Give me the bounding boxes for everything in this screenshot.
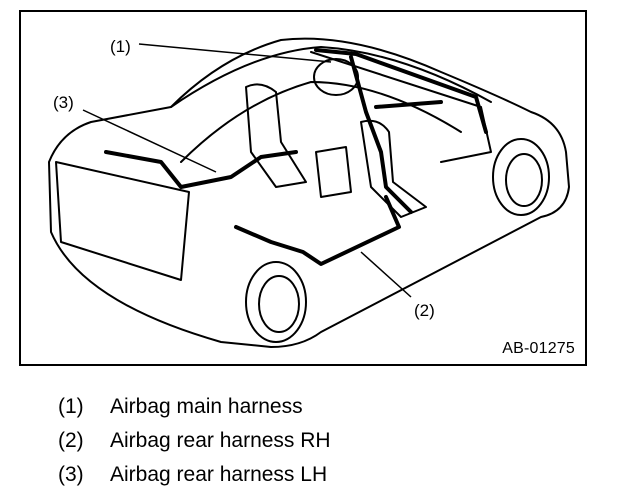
callout-1-leader <box>138 43 332 63</box>
callout-2-label: (2) <box>414 301 435 320</box>
legend-number: (3) <box>58 463 84 486</box>
front-wheel <box>492 138 550 216</box>
rear-wheel-hub <box>258 275 300 333</box>
figure-code: AB-01275 <box>502 340 575 357</box>
callout-3-leader <box>82 109 217 173</box>
vehicle-illustration <box>48 37 570 348</box>
legend-item-1: (1) Airbag main harness <box>58 392 578 426</box>
legend-text: Airbag main harness <box>110 395 303 418</box>
legend: (1) Airbag main harness (2) Airbag rear ha… <box>58 392 578 494</box>
center-console <box>315 146 352 198</box>
front-wheel-hub <box>505 153 543 207</box>
rear-wheel <box>245 261 307 343</box>
legend-item-3: (3) Airbag rear harness LH <box>58 460 578 494</box>
legend-text: Airbag rear harness RH <box>110 429 331 452</box>
rear-hatch <box>55 161 190 281</box>
main-harness-line <box>314 48 488 214</box>
seat-front-right <box>360 119 427 218</box>
callout-3-label: (3) <box>53 93 74 112</box>
callout-1-label: (1) <box>110 37 131 56</box>
harness-diagram: (1) (2) (3) AB-01275 <box>19 10 587 366</box>
rear-harness-lh-line <box>104 150 298 189</box>
rear-harness-rh-line <box>234 195 401 266</box>
legend-item-2: (2) Airbag rear harness RH <box>58 426 578 460</box>
roof-line <box>170 46 492 108</box>
window-line <box>180 81 462 163</box>
legend-number: (1) <box>58 395 84 418</box>
car-body-outline <box>48 37 570 348</box>
legend-text: Airbag rear harness LH <box>110 463 328 486</box>
legend-number: (2) <box>58 429 84 452</box>
callout-2-leader <box>360 251 412 298</box>
seat-rear-left <box>245 83 307 188</box>
